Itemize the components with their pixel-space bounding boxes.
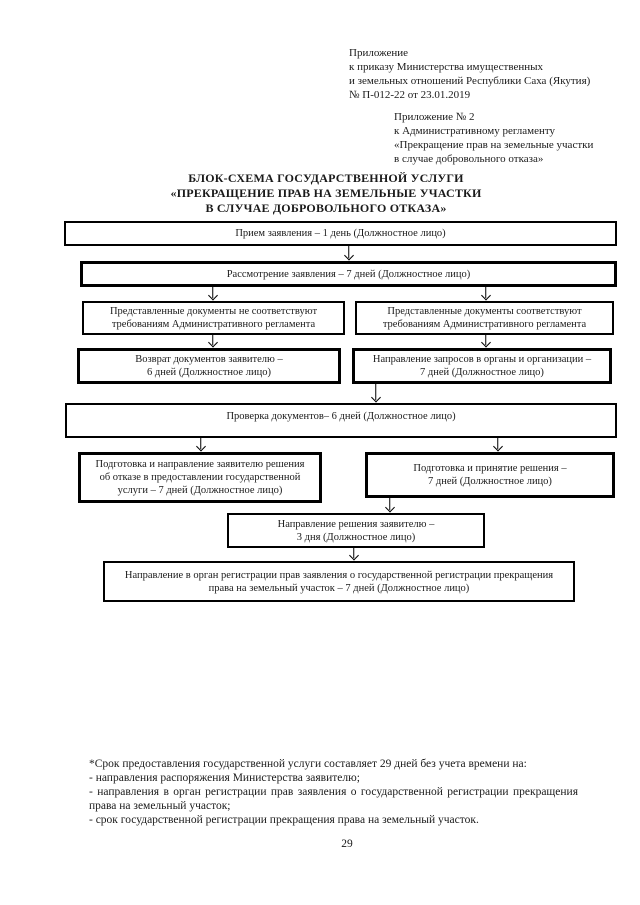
footnote-line: *Срок предоставления государственной усл… (89, 758, 527, 770)
flow-box-return-docs: Возврат документов заявителю – 6 дней (Д… (77, 348, 341, 384)
appendix-order-reference: Приложение к приказу Министерства имущес… (349, 47, 591, 101)
arrow-compliant-to-requests-icon (481, 335, 490, 348)
arrow-review-to-noncompliant-icon (208, 287, 217, 301)
flow-box-docs-compliant: Представленные документы соответствуют т… (355, 301, 614, 335)
appendix-regulation-reference: Приложение № 2 к Административному регла… (394, 111, 594, 165)
footnote-line: - срок государственной регистрации прекр… (89, 814, 479, 826)
arrow-requests-to-check-icon (371, 384, 380, 403)
arrow-decision-to-send-icon (385, 498, 394, 513)
footnote-line: - направления в орган регистрации прав з… (89, 786, 578, 812)
flow-box-registration: Направление в орган регистрации прав зая… (103, 561, 575, 602)
flow-box-send-decision: Направление решения заявителю – 3 дня (Д… (227, 513, 485, 548)
flow-box-check-docs: Проверка документов– 6 дней (Должностное… (65, 403, 617, 438)
arrow-review-to-compliant-icon (481, 287, 490, 301)
flow-box-refusal-decision: Подготовка и направление заявителю решен… (78, 452, 322, 503)
arrow-noncompliant-to-return-icon (208, 335, 217, 348)
arrow-reception-to-review-icon (344, 246, 353, 261)
footnote: *Срок предоставления государственной усл… (89, 757, 578, 827)
footnote-line: - направления распоряжения Министерства … (89, 772, 360, 784)
page-title: БЛОК-СХЕМА ГОСУДАРСТВЕННОЙ УСЛУГИ «ПРЕКР… (170, 171, 482, 215)
flow-box-prepare-decision: Подготовка и принятие решения – 7 дней (… (365, 452, 615, 498)
page-number: 29 (341, 838, 353, 850)
flow-box-docs-noncompliant: Представленные документы не соответствую… (82, 301, 345, 335)
flow-box-review: Рассмотрение заявления – 7 дней (Должнос… (80, 261, 617, 287)
arrow-check-to-decision-icon (493, 438, 502, 452)
arrow-check-to-refusal-icon (196, 438, 205, 452)
arrow-send-to-registration-icon (349, 548, 358, 561)
flow-box-send-requests: Направление запросов в органы и организа… (352, 348, 612, 384)
flow-box-reception: Прием заявления – 1 день (Должностное ли… (64, 221, 617, 246)
